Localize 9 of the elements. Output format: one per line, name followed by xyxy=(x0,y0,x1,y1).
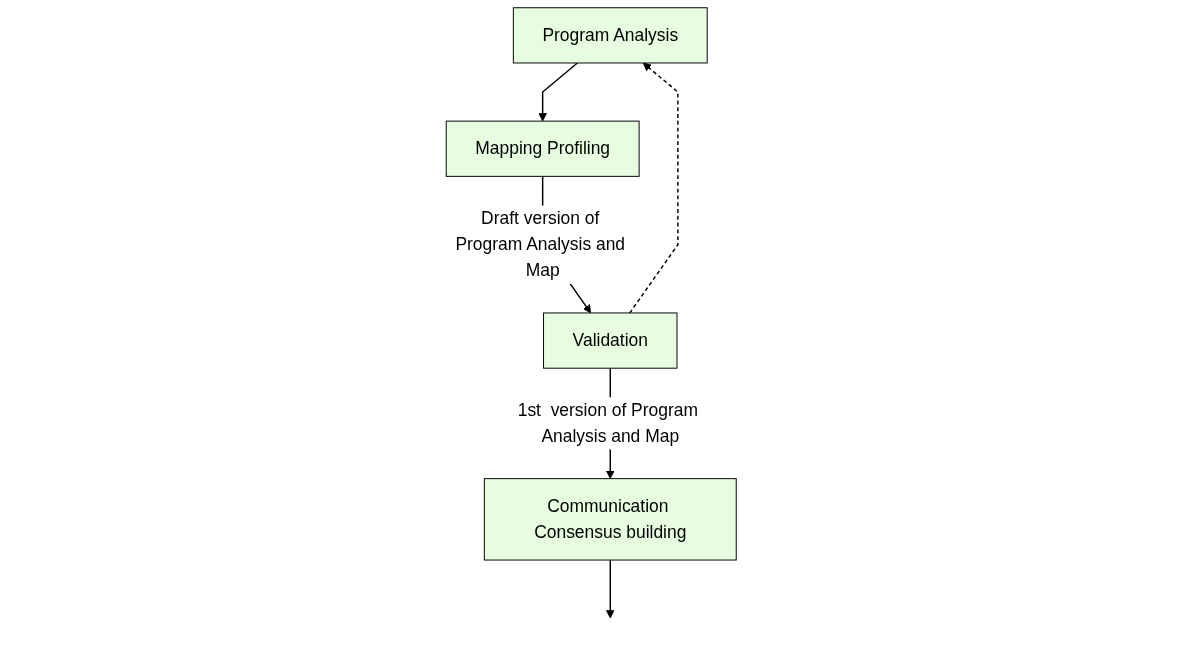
node-box: Mapping Profiling xyxy=(445,120,640,177)
edge-label: Draft version of Program Analysis and Map xyxy=(455,208,626,281)
arrow xyxy=(606,559,615,619)
node-box: Communication Consensus building xyxy=(483,478,737,561)
edge-label: 1st version of Program Analysis and Map xyxy=(517,400,698,446)
arrow xyxy=(629,62,679,314)
node-box: Validation xyxy=(543,312,678,369)
node-box: Program Analysis xyxy=(512,7,708,64)
arrow xyxy=(538,62,579,122)
